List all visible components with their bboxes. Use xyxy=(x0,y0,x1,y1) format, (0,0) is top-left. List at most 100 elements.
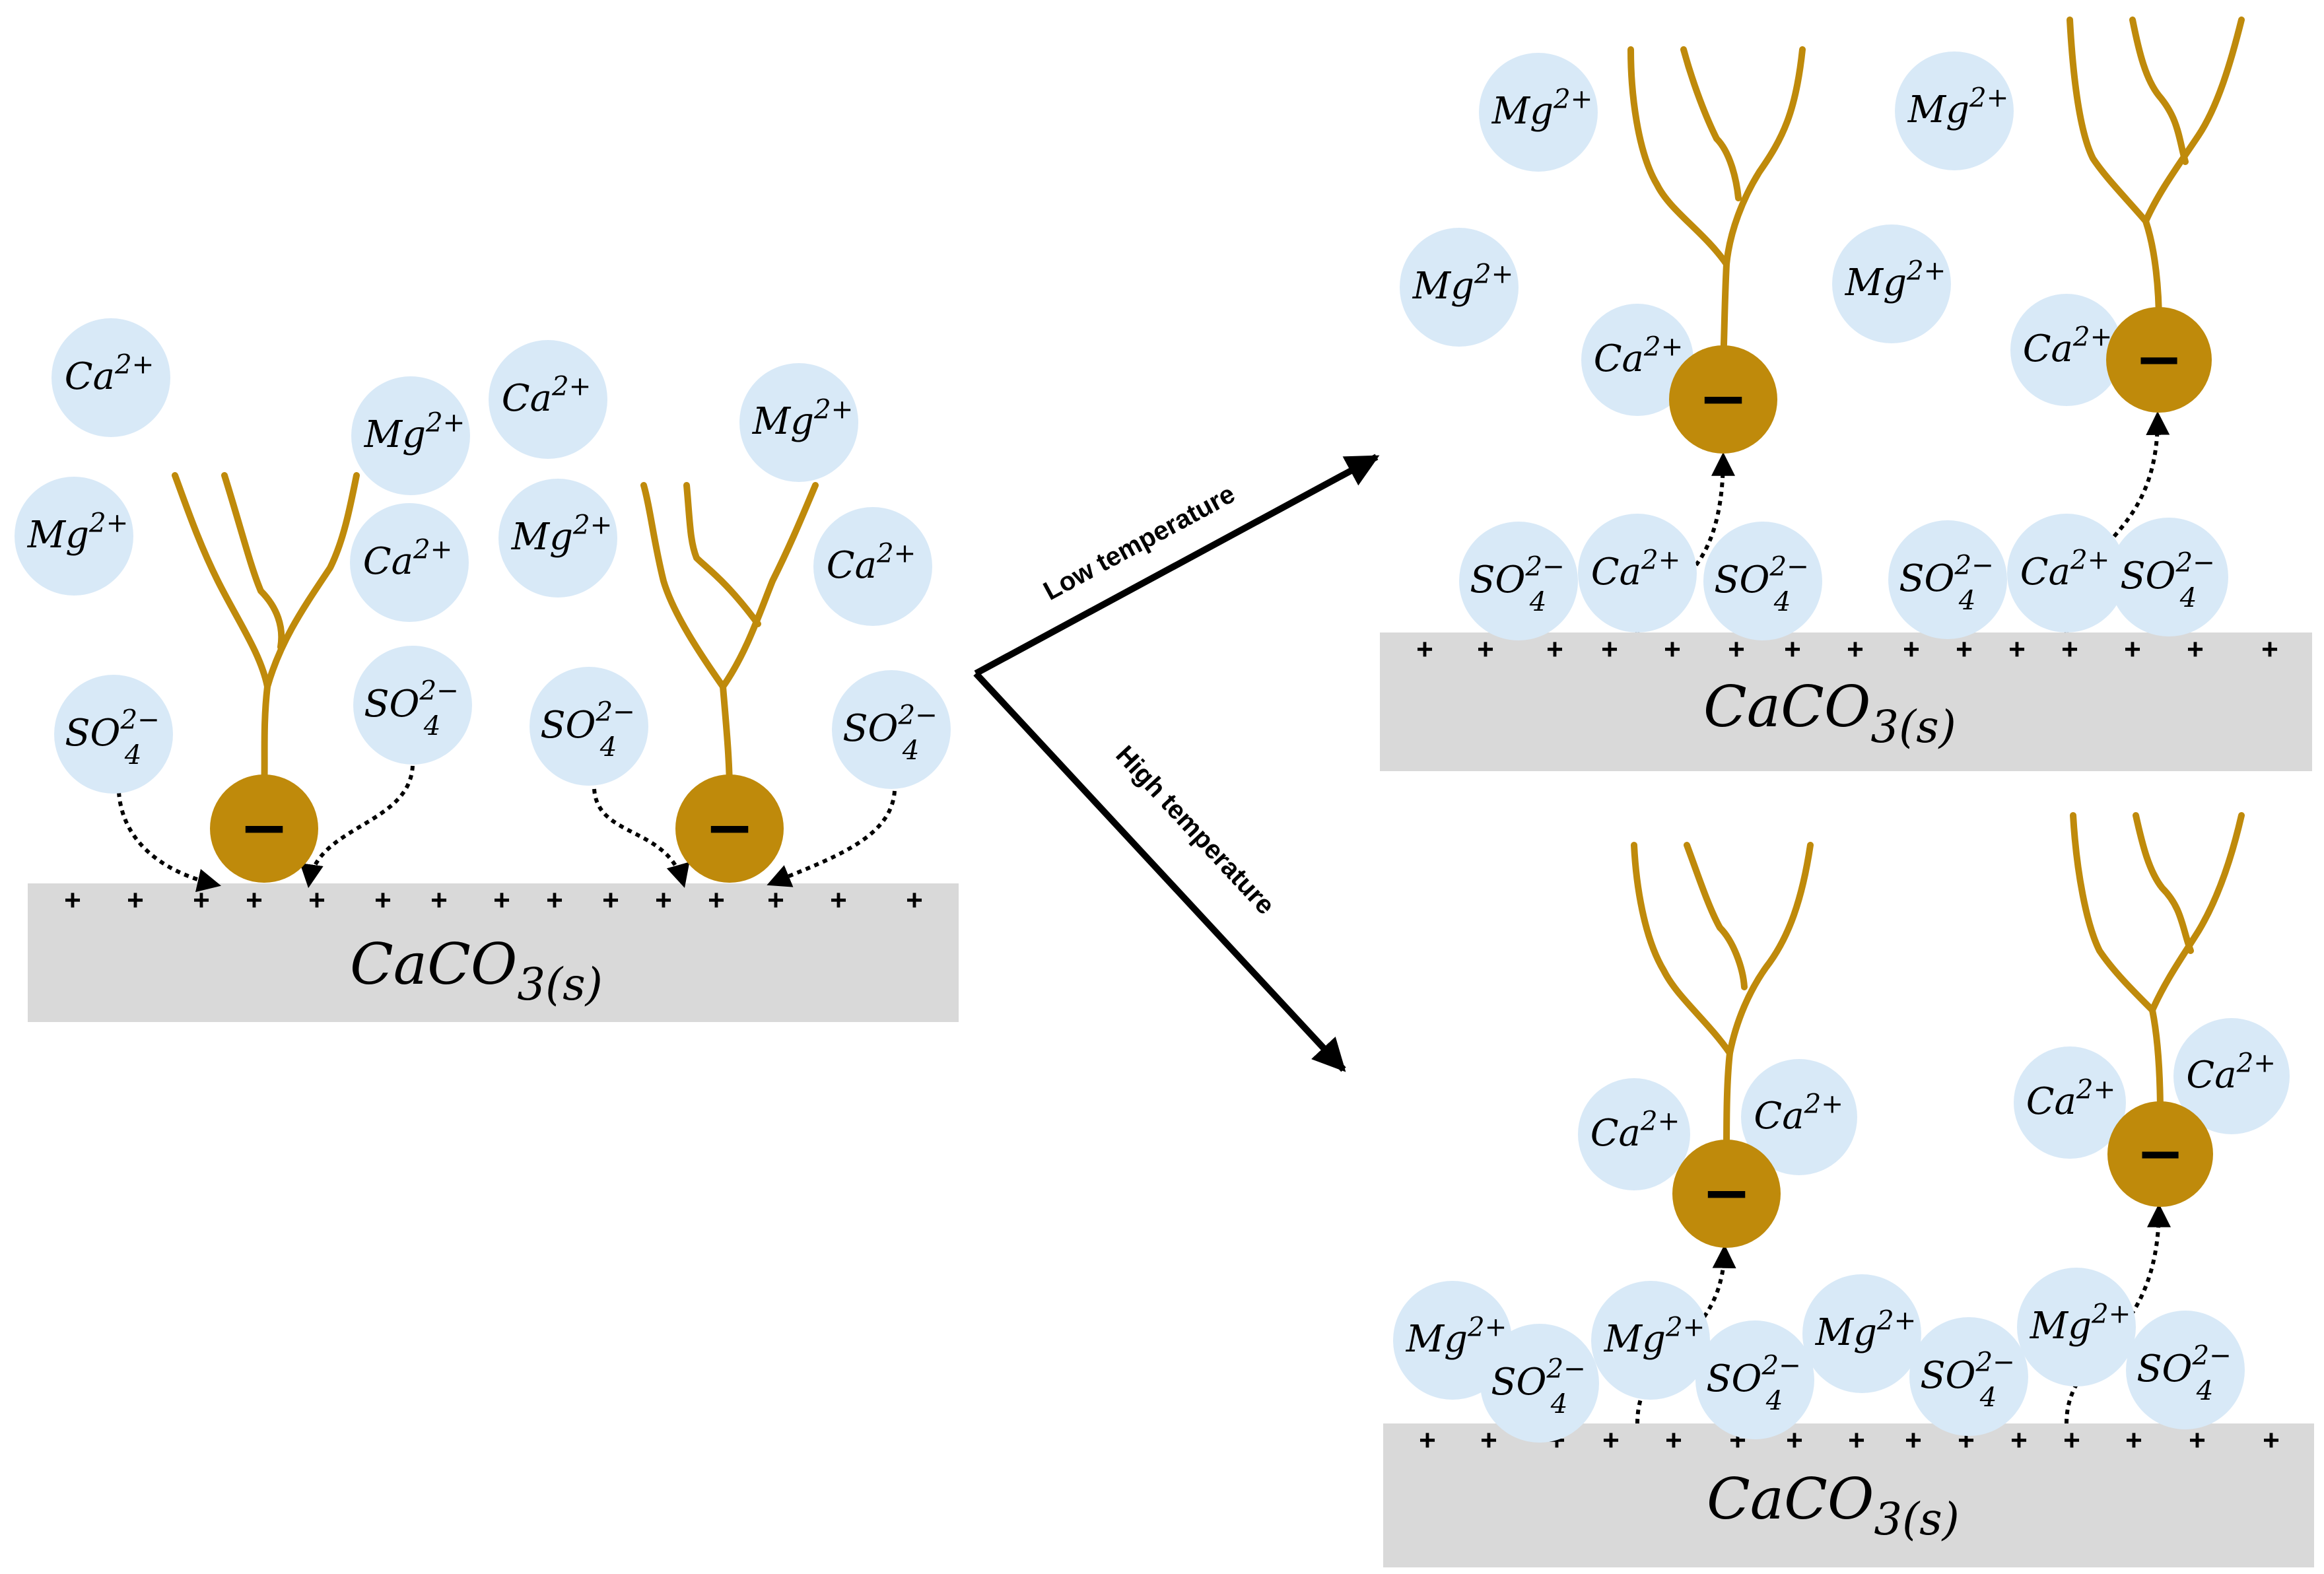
surface-charge: + xyxy=(2010,1424,2028,1456)
surface-charge: + xyxy=(2124,633,2141,666)
ion-bubble xyxy=(1480,1324,1599,1443)
head-charge: − xyxy=(239,794,289,863)
ca-ion: Ca2+ xyxy=(350,503,469,622)
surface-charge: + xyxy=(1546,633,1563,666)
adsorption-path xyxy=(767,790,897,887)
surface-charge: + xyxy=(2063,1424,2080,1456)
surfactant-heads: −−−−−− xyxy=(210,307,2213,1248)
mg-ion: Mg2+ xyxy=(1802,1274,1921,1393)
ca-ion: Ca2+ xyxy=(2173,1018,2290,1134)
surface-charge: + xyxy=(1784,633,1801,666)
ion-bubble xyxy=(739,363,858,482)
ion-label: SO2−4 xyxy=(1899,550,1994,616)
ion-label: Ca2+ xyxy=(2023,321,2113,370)
ion-bubble xyxy=(2014,1046,2126,1159)
ion-label: SO2−4 xyxy=(842,700,938,766)
surface-label: CaCO3(s) xyxy=(350,932,603,1010)
high-temperature-label: High temperature xyxy=(1110,740,1280,920)
ion-bubble xyxy=(2126,1311,2245,1429)
ion-bubble xyxy=(1591,1281,1710,1400)
surface-charge: + xyxy=(708,884,725,916)
ion-bubble xyxy=(1459,522,1578,640)
surface-rect xyxy=(1380,633,2312,771)
ion-label: Ca2+ xyxy=(2026,1074,2116,1123)
ion-label: SO2−4 xyxy=(1706,1350,1801,1416)
ion-bubble xyxy=(15,477,133,596)
surface-charge: + xyxy=(2125,1424,2142,1456)
caco3-surface: +++++++++++++++CaCO3(s) xyxy=(1380,633,2312,771)
surface-charge: + xyxy=(1905,1424,1922,1456)
surface-charge: + xyxy=(1477,633,1494,666)
ca-ion: Ca2+ xyxy=(813,507,932,626)
surface-charge: + xyxy=(1728,633,1745,666)
so4-ion: SO2−4 xyxy=(2109,518,2228,636)
ca-ion: Ca2+ xyxy=(489,340,607,459)
ion-bubble xyxy=(1578,1078,1690,1190)
ion-bubble xyxy=(832,670,951,789)
head-circle xyxy=(210,774,318,883)
ion-bubble xyxy=(1888,520,2007,639)
mg-ion: Mg2+ xyxy=(1591,1281,1710,1400)
surface-charge: + xyxy=(546,884,563,916)
ion-bubble xyxy=(1578,514,1697,633)
surfactant-head: − xyxy=(675,774,784,883)
surface-charge: + xyxy=(246,884,263,916)
ca-ion: Ca2+ xyxy=(1578,1078,1690,1190)
head-circle xyxy=(2107,1101,2213,1207)
surface-charge: + xyxy=(2187,633,2204,666)
surfactant-tail xyxy=(1720,46,1806,366)
surfactant-tail xyxy=(683,482,761,627)
surface-charge: + xyxy=(2061,633,2078,666)
surfactant-tail xyxy=(1684,842,1748,990)
surfactant-head: − xyxy=(1669,345,1777,454)
surface-charge: + xyxy=(1416,633,1433,666)
so4-ion: SO2−4 xyxy=(832,670,951,789)
ion-bubble xyxy=(1741,1059,1857,1175)
head-circle xyxy=(675,774,784,883)
surfactant-tail xyxy=(261,472,360,796)
ion-label: Mg2+ xyxy=(364,407,465,456)
ion-label: Ca2+ xyxy=(65,349,154,398)
mg-ion: Mg2+ xyxy=(1479,53,1598,172)
surface-charge: + xyxy=(2261,633,2278,666)
ion-label: Mg2+ xyxy=(1815,1305,1917,1354)
surface-charge: + xyxy=(430,884,448,916)
so4-ion: SO2−4 xyxy=(1888,520,2007,639)
mg-ion: Mg2+ xyxy=(2017,1268,2136,1386)
so4-ion: SO2−4 xyxy=(1695,1320,1814,1439)
surface-label: CaCO3(s) xyxy=(1703,674,1956,753)
so4-ion: SO2−4 xyxy=(1703,522,1822,640)
surface-charge: + xyxy=(1601,633,1618,666)
surface-charge: + xyxy=(1847,633,1864,666)
ion-label: Ca2+ xyxy=(1754,1088,1843,1138)
surface-charge: + xyxy=(830,884,847,916)
ca-ion: Ca2+ xyxy=(1578,514,1697,633)
ion-bubble xyxy=(1400,228,1519,347)
ion-label: Mg2+ xyxy=(1491,83,1593,133)
surface-charge: + xyxy=(1664,633,1681,666)
head-circle xyxy=(1669,345,1777,454)
surfactant-tail xyxy=(2149,812,2245,1119)
surfactant-tail xyxy=(2070,812,2156,1013)
surfactant-head: − xyxy=(2106,307,2212,413)
ion-bubble xyxy=(1703,522,1822,640)
so4-ion: SO2−4 xyxy=(2126,1311,2245,1429)
surfactant-tail xyxy=(221,472,285,650)
surface-charge: + xyxy=(1786,1424,1803,1456)
surface-charge: + xyxy=(1665,1424,1682,1456)
adsorption-path xyxy=(592,788,690,888)
head-charge: − xyxy=(2136,1119,2185,1187)
ion-label: Mg2+ xyxy=(1845,255,1946,304)
ion-bubble xyxy=(1479,53,1598,172)
ion-label: Ca2+ xyxy=(2186,1047,2276,1097)
head-charge: − xyxy=(704,794,755,863)
ion-label: Ca2+ xyxy=(1594,331,1684,380)
ion-bubble xyxy=(1895,51,2014,170)
surface-charge: + xyxy=(1419,1424,1436,1456)
so4-ion: SO2−4 xyxy=(1459,522,1578,640)
ion-bubble xyxy=(498,479,617,598)
surfaces: +++++++++++++++CaCO3(s)+++++++++++++++Ca… xyxy=(28,633,2314,1567)
surface-rect xyxy=(28,883,959,1022)
ion-bubble xyxy=(351,376,470,495)
adsorption-path xyxy=(2065,1203,2171,1424)
